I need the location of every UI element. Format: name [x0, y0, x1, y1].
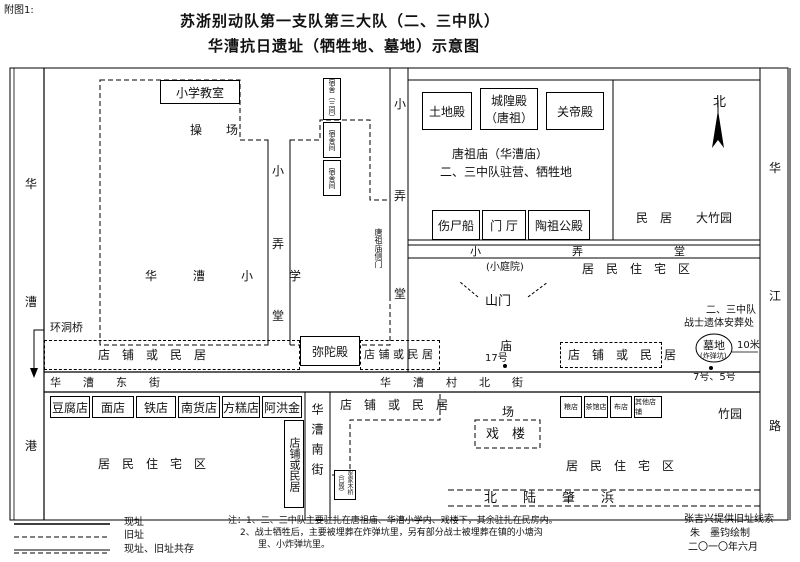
xi-chang-label: 场	[502, 405, 515, 419]
residential-area-3: 居 民 住 宅 区	[566, 459, 675, 473]
huacao-gang-label-1: 华	[25, 177, 38, 191]
shangshi-boat: 伤尸船	[432, 210, 480, 240]
grave-subtitle: 战士遗体安葬处	[684, 318, 754, 329]
note-line-2: 2、战士牺牲后，主要被埋葬在炸弹坑里，另有部分战士被埋葬在镇的小塘沟	[240, 528, 543, 538]
shops-label-1: 店 铺 或 民 居	[98, 348, 207, 362]
chenghuang-hall: 城隍殿 （唐祖）	[480, 88, 538, 130]
attachment-label: 附图1:	[4, 5, 34, 16]
note-line-3: 里、小炸弹坑里。	[258, 540, 331, 550]
gate-hall: 门 厅	[482, 210, 526, 240]
huajiang-road-label-2: 江	[769, 289, 782, 303]
tangzu-temple-label: 唐祖庙（华漕庙）	[452, 147, 549, 161]
title-line-1: 苏浙别动队第一支队第三大队（二、三中队）	[180, 12, 501, 30]
shops-label-4: 店 铺 或 民 居	[340, 398, 449, 412]
credit-line-2: 朱 墨钧绘制	[690, 528, 750, 539]
huacao-nanjie-label: 华漕南街	[310, 403, 324, 483]
side-room-2: 宿舍间	[323, 122, 341, 158]
alley-right-label-2: 弄	[394, 189, 407, 203]
huanyong-bridge-label: 环洞桥	[50, 321, 83, 334]
chenghuang-hall-name: 城隍殿	[490, 94, 527, 108]
alley-h-label-1: 小	[470, 245, 481, 258]
legend-both: 现址、旧址共存	[124, 544, 194, 555]
shops-label-3: 店 铺 或 民 居	[568, 348, 677, 362]
alley-h-label-2: 弄	[572, 245, 583, 258]
temple-label: 庙	[500, 339, 513, 353]
shops-block-3	[560, 342, 662, 368]
compass-north-label: 北	[713, 95, 727, 110]
guandi-hall: 关帝殿	[546, 92, 604, 130]
note-line-1: 注：1、二、三中队主要驻扎在唐祖庙、华漕小学内、戏楼下，其余驻扎在民房内。	[228, 516, 558, 526]
alley-right-label-3: 堂	[394, 287, 407, 301]
huacao-gang-label-2: 漕	[25, 295, 38, 309]
ahong-shop: 阿洪金	[262, 396, 302, 418]
side-room-3: 宿舍间	[323, 160, 341, 196]
grave-bomb-crater: (炸弹坑)	[700, 352, 727, 360]
zhang-bridge-note: 张家木桥（已毁）	[334, 470, 356, 500]
grave-label: 墓地	[703, 339, 725, 352]
huajiang-road-label-3: 路	[769, 419, 782, 433]
residents-bamboo-label: 民 居 大竹园	[636, 211, 733, 225]
title-line-2: 华漕抗日遗址（牺牲地、墓地）示意图	[208, 37, 481, 55]
legend-current: 现址	[124, 517, 144, 528]
legend-old: 旧址	[124, 530, 144, 541]
theater-label: 戏 楼	[486, 427, 526, 442]
tangzu-temple-sub: 二、三中队驻营、牺牲地	[440, 165, 573, 179]
side-room-1: 宿舍（三间）	[323, 78, 341, 121]
shops-block-1	[44, 340, 300, 370]
alley-label-1: 小	[272, 164, 285, 178]
huacao-dongjie-label: 华 漕 东 街	[50, 376, 160, 389]
fangmian-shop: 方糕店	[222, 396, 260, 418]
taozu-hall: 陶祖公殿	[528, 210, 590, 240]
playground-label: 操 场	[190, 123, 239, 137]
grave-title: 二、三中队	[706, 305, 756, 316]
shops-block-2	[360, 340, 440, 370]
shops-label-2: 店 铺 或 民 居	[364, 348, 433, 361]
map-frame	[9, 67, 789, 521]
grave-house-no: 7号、5号	[693, 372, 736, 383]
small-courtyard-label: (小庭院)	[486, 262, 524, 273]
chenghuang-hall-sub: （唐祖）	[484, 111, 533, 125]
alley-right-label-1: 小	[394, 97, 407, 111]
residential-area-2: 居 民 住 宅 区	[98, 457, 207, 471]
huacao-cunbeijie-label: 华 漕 村 北 街	[380, 376, 523, 389]
huacao-school-label: 华 漕 小 学	[145, 269, 302, 283]
noodle-shop: 面店	[92, 396, 134, 418]
tudi-hall: 土地殿	[422, 92, 472, 130]
house-no17: 17号	[485, 353, 508, 364]
credit-line-3: 二〇一〇年六月	[688, 542, 758, 553]
primary-classroom: 小学教室	[160, 80, 240, 104]
small-shop-3: 布店	[610, 396, 632, 418]
alley-h-label-3: 堂	[674, 245, 685, 258]
small-shop-4: 其他店铺	[634, 396, 662, 418]
beilu-zhaobang-label: 北 陆 肇 浜	[484, 491, 615, 506]
iron-shop: 铁店	[136, 396, 176, 418]
alley-label-2: 弄	[272, 237, 285, 251]
shops-vertical: 店铺或民居	[284, 420, 304, 508]
alley-label-3: 堂	[272, 309, 285, 323]
grave-distance: 10米	[737, 340, 760, 351]
huajiang-road-label-1: 华	[769, 161, 782, 175]
huacao-gang-label-3: 港	[25, 439, 38, 453]
mountain-gate-label: 山门	[485, 294, 512, 309]
credit-line-1: 张吉兴提供旧址线索	[684, 514, 774, 525]
tangzu-side-gate-label: 唐祖庙侧门	[374, 228, 383, 268]
small-shop-1: 粮店	[560, 396, 582, 418]
tofu-shop: 豆腐店	[50, 396, 90, 418]
bamboo-garden-label: 竹园	[718, 407, 743, 421]
mituo-hall: 弥陀殿	[300, 336, 360, 366]
residential-area-1: 居 民 住 宅 区	[582, 262, 691, 276]
small-shop-2: 茶馆店	[584, 396, 608, 418]
grocery-shop: 南货店	[178, 396, 220, 418]
